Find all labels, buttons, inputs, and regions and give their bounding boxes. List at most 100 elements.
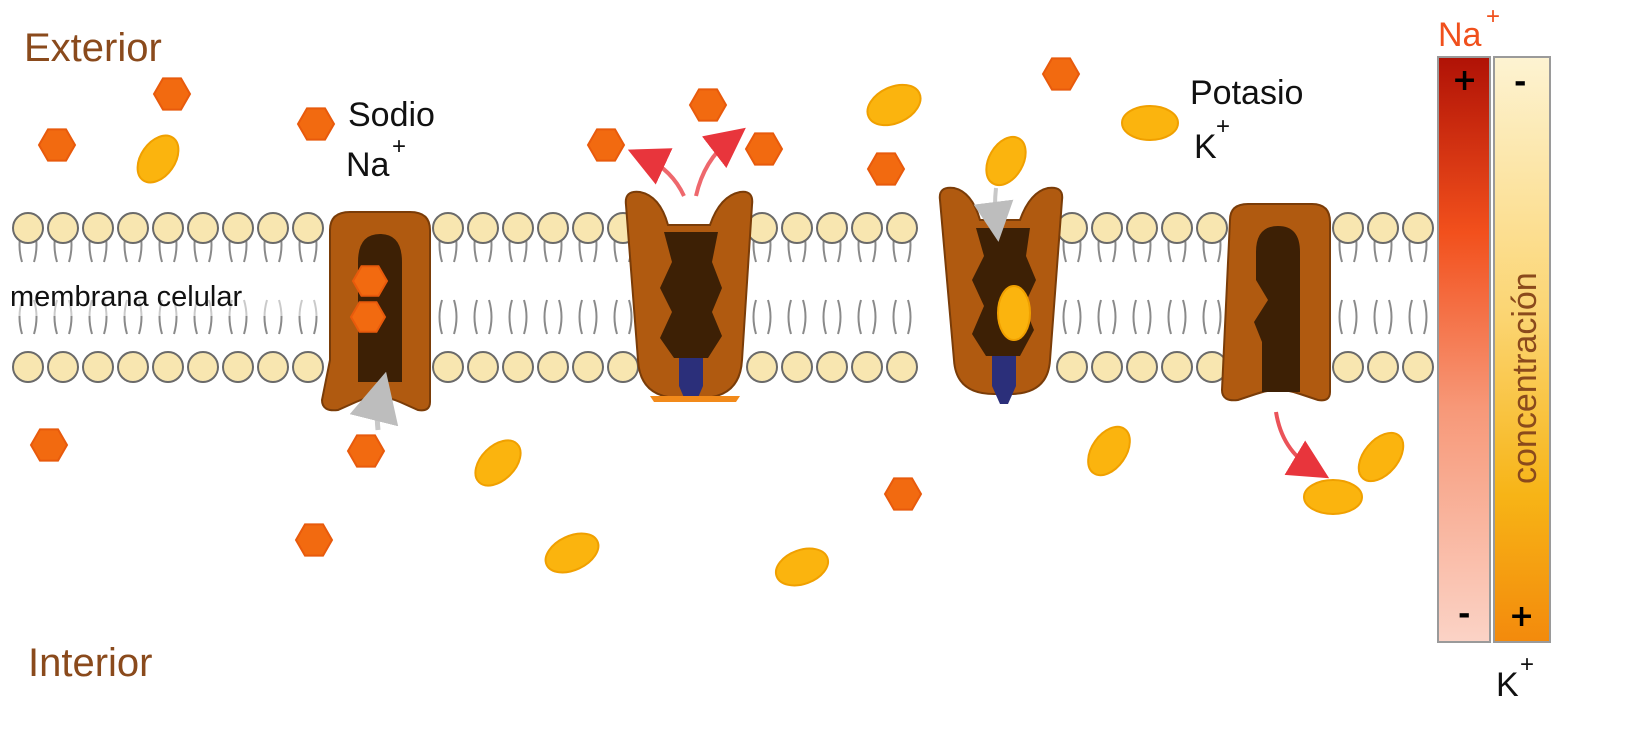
lipid-tail (907, 299, 912, 335)
lipid-head (432, 212, 464, 244)
lipid-head (292, 351, 324, 383)
lipid-tail (1408, 299, 1413, 335)
na-top-sign: + (1452, 63, 1477, 98)
lipid-head (607, 351, 639, 383)
lipid-head (781, 351, 813, 383)
potassium-ion-icon (474, 439, 522, 487)
concentration-gradient: Na + + - - + concentración K + (1437, 3, 1551, 704)
potassium-ion-icon (774, 547, 830, 587)
lipid-head (746, 351, 778, 383)
sodium-charge: + (392, 133, 406, 160)
sodium-ion-icon (866, 152, 906, 186)
lipid-tail (543, 299, 548, 335)
sodium-label-group: Sodio Na + (346, 96, 435, 184)
sodium-ion-icon (883, 477, 923, 511)
potassium-symbol: K (1194, 128, 1217, 166)
k-gradient-title: K (1496, 666, 1519, 704)
potassium-ion-icon (1087, 425, 1131, 477)
lipid-head (467, 351, 499, 383)
lipid-head (1056, 351, 1088, 383)
sodium-ion-icon (29, 428, 69, 462)
lipid-tail (822, 299, 827, 335)
lipid-head (432, 351, 464, 383)
sodium-ion-icon (351, 265, 389, 297)
k-gradient-charge: + (1520, 651, 1534, 678)
lipid-head (502, 212, 534, 244)
lipid-tail (1182, 299, 1187, 335)
lipid-tail (473, 299, 478, 335)
na-gradient-title: Na (1438, 16, 1482, 54)
lipid-tail (1132, 299, 1137, 335)
lipid-head (12, 212, 44, 244)
potassium-ion-icon (136, 134, 180, 184)
k-top-sign: - (1514, 65, 1526, 100)
lipid-head (82, 212, 114, 244)
lipid-head (1091, 212, 1123, 244)
arrow-na-out-right-icon (694, 127, 746, 197)
lipid-tail (1167, 299, 1172, 335)
membrane-label-backdrop (8, 276, 326, 316)
arrow-na-out-left-icon (627, 148, 686, 197)
sodium-name: Sodio (348, 96, 435, 134)
lipid-head (1332, 351, 1364, 383)
lipid-head (572, 351, 604, 383)
potassium-channel-protein (1220, 203, 1331, 402)
sodium-ion-icon (349, 301, 387, 333)
arrow-na-in-icon (349, 371, 399, 431)
lipid-tail (628, 299, 633, 335)
sodium-ion-icon (1041, 57, 1081, 91)
lipid-tail (523, 299, 528, 335)
sodium-ion-icon (294, 523, 334, 557)
lipid-tail (508, 299, 513, 335)
na-gradient-charge: + (1486, 3, 1500, 30)
lipid-head (292, 212, 324, 244)
lipid-head (82, 351, 114, 383)
potassium-ion-icon (985, 135, 1027, 187)
arrow-k-in-icon (973, 187, 1014, 242)
lipid-head (816, 212, 848, 244)
lipid-head (1196, 212, 1228, 244)
potassium-ion-icon (1303, 479, 1363, 515)
sodium-symbol: Na (346, 146, 390, 184)
lipid-head (851, 212, 883, 244)
lipid-head (1332, 212, 1364, 244)
lipid-head (117, 212, 149, 244)
lipid-tail (1373, 299, 1378, 335)
lipid-head (222, 212, 254, 244)
k-gradient-bar (1493, 56, 1551, 643)
lipid-tail (802, 299, 807, 335)
lipid-head (537, 351, 569, 383)
potassium-name: Potasio (1190, 74, 1303, 112)
sodium-ion-icon (37, 128, 77, 162)
lipid-head (886, 212, 918, 244)
lipid-tail (767, 299, 772, 335)
lipid-tail (1423, 299, 1428, 335)
na-bottom-sign: - (1458, 597, 1470, 632)
lipid-head (1126, 212, 1158, 244)
lipid-head (851, 351, 883, 383)
interior-label: Interior (28, 641, 153, 685)
potassium-label-group: Potasio K + (1190, 74, 1303, 166)
potassium-ion-icon (1357, 431, 1405, 483)
lipid-tail (752, 299, 757, 335)
potassium-ion-icon (866, 83, 922, 127)
potassium-ion-icon (997, 285, 1031, 341)
lipid-tail (787, 299, 792, 335)
lipid-head (1367, 351, 1399, 383)
lipid-tail (558, 299, 563, 335)
lipid-head (152, 212, 184, 244)
lipid-head (572, 212, 604, 244)
k-bottom-sign: + (1509, 599, 1534, 634)
ions (29, 57, 1405, 587)
lipid-head (47, 351, 79, 383)
lipid-tail (488, 299, 493, 335)
lipid-head (187, 212, 219, 244)
lipid-head (1367, 212, 1399, 244)
lipid-head (1091, 351, 1123, 383)
lipid-tail (1202, 299, 1207, 335)
lipid-head (467, 212, 499, 244)
sodium-ion-icon (586, 128, 626, 162)
lipid-head (47, 212, 79, 244)
lipid-tail (1388, 299, 1393, 335)
lipid-head (222, 351, 254, 383)
